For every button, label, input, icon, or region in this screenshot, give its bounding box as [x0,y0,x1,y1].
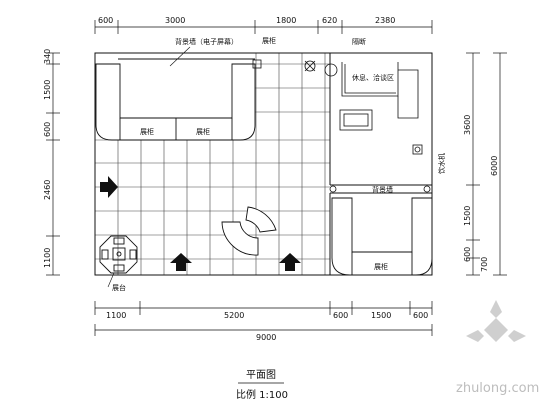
dim-bottom-5: 600 [413,311,428,320]
dim-left-2: 1500 [43,80,52,100]
right-dimension-line [466,52,507,276]
display-top-label: 展柜 [262,36,276,45]
dim-right-2: 1500 [463,206,472,226]
stage-leader [107,272,115,288]
dim-right-total: 6000 [490,156,499,176]
dim-top-1: 600 [98,16,113,25]
dim-top-3: 1800 [276,16,296,25]
dim-bottom-1: 1100 [106,311,126,320]
dim-top-2: 3000 [165,16,185,25]
watermark-logo [466,300,526,342]
rest-area-furniture [304,60,431,193]
display-stage [99,235,138,274]
dim-left-1: 340 [43,49,52,64]
stage-label: 展台 [112,283,126,292]
dim-right-4: 700 [480,257,489,272]
top-dimension-line [94,20,433,34]
dim-right-3: 600 [463,247,472,262]
dim-bottom-total: 9000 [256,333,276,342]
outer-walls [94,52,433,276]
dim-left-3: 600 [43,122,52,137]
left-dimension-line [46,52,60,276]
drawing-title: 平面图 [246,369,276,381]
display-counter-top [95,63,256,141]
dim-top-5: 2380 [375,16,395,25]
back-wall-2-label: 背景墙 [372,185,393,194]
dim-left-4: 2460 [43,180,52,200]
drawing-scale: 比例 1:100 [236,388,288,401]
dim-left-5: 1100 [43,248,52,268]
entrance-arrow-bottom-1 [170,253,192,271]
entrance-arrow-bottom-2 [279,253,301,271]
dim-bottom-2: 5200 [224,311,244,320]
cabinet-label-2: 展柜 [196,127,210,136]
display-counter-bottom [331,197,433,276]
back-wall-leader [169,46,191,67]
floor-tile-grid [95,53,330,275]
back-wall-label: 背景墙（电子屏幕） [175,37,238,46]
bottom-dimension-line [94,301,433,336]
dim-bottom-4: 1500 [371,311,391,320]
dim-bottom-3: 600 [333,311,348,320]
reception-counter [221,206,277,256]
cabinet-label-3: 展柜 [374,262,388,271]
dim-right-1: 3600 [463,115,472,135]
dispenser-label: 饮水机 [437,153,446,174]
entrance-arrow-left [100,176,118,198]
cabinet-label-1: 展柜 [140,127,154,136]
dim-top-4: 620 [322,16,337,25]
rest-area-label: 休息、洽谈区 [352,73,394,82]
partition-label: 隔断 [352,37,366,46]
display-post [252,59,262,69]
watermark-text: zhulong.com [456,381,539,396]
